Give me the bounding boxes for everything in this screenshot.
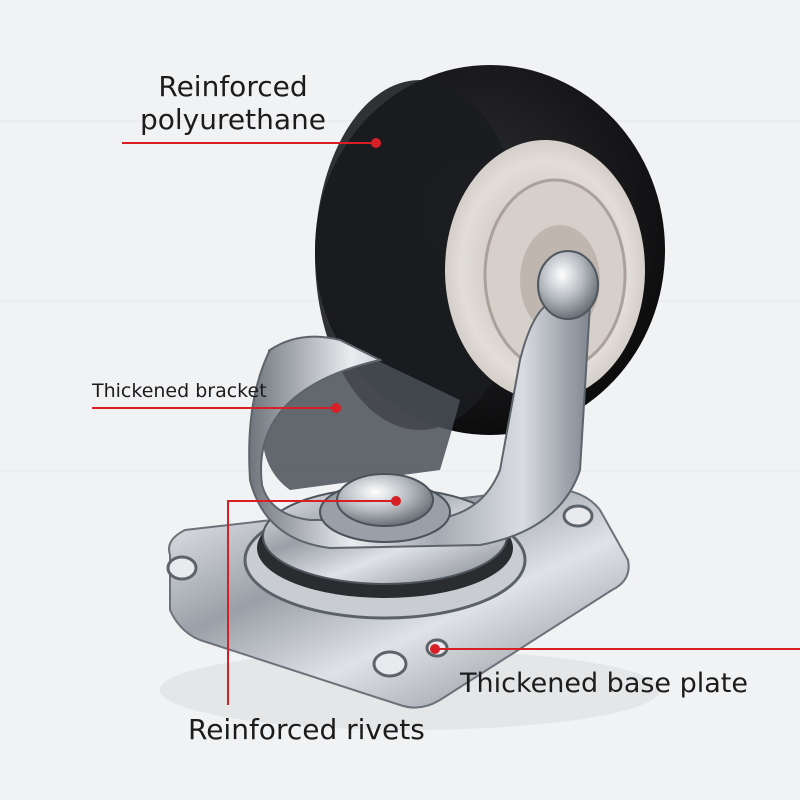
label-reinforced-polyurethane: Reinforced polyurethane xyxy=(140,70,326,136)
mounting-hole xyxy=(372,650,408,678)
callout-dot-polyurethane xyxy=(371,138,381,148)
callout-dot-bracket xyxy=(331,403,341,413)
callout-line-rivets-v xyxy=(227,500,229,705)
callout-line-bracket xyxy=(92,407,337,409)
bracket xyxy=(248,298,592,550)
label-line: Reinforced xyxy=(158,70,308,103)
callout-dot-base-plate xyxy=(430,644,440,654)
mounting-hole xyxy=(562,504,594,528)
callout-line-base-plate xyxy=(435,648,800,650)
label-line: polyurethane xyxy=(140,103,326,137)
axle-cap xyxy=(537,250,599,320)
label-thickened-base-plate: Thickened base plate xyxy=(460,668,749,699)
callout-line-rivets-h xyxy=(227,500,397,502)
label-reinforced-rivets: Reinforced rivets xyxy=(188,713,425,746)
label-thickened-bracket: Thickened bracket xyxy=(92,380,267,402)
callout-line-polyurethane xyxy=(122,142,377,144)
mounting-hole xyxy=(166,555,198,581)
callout-dot-rivets xyxy=(391,496,401,506)
